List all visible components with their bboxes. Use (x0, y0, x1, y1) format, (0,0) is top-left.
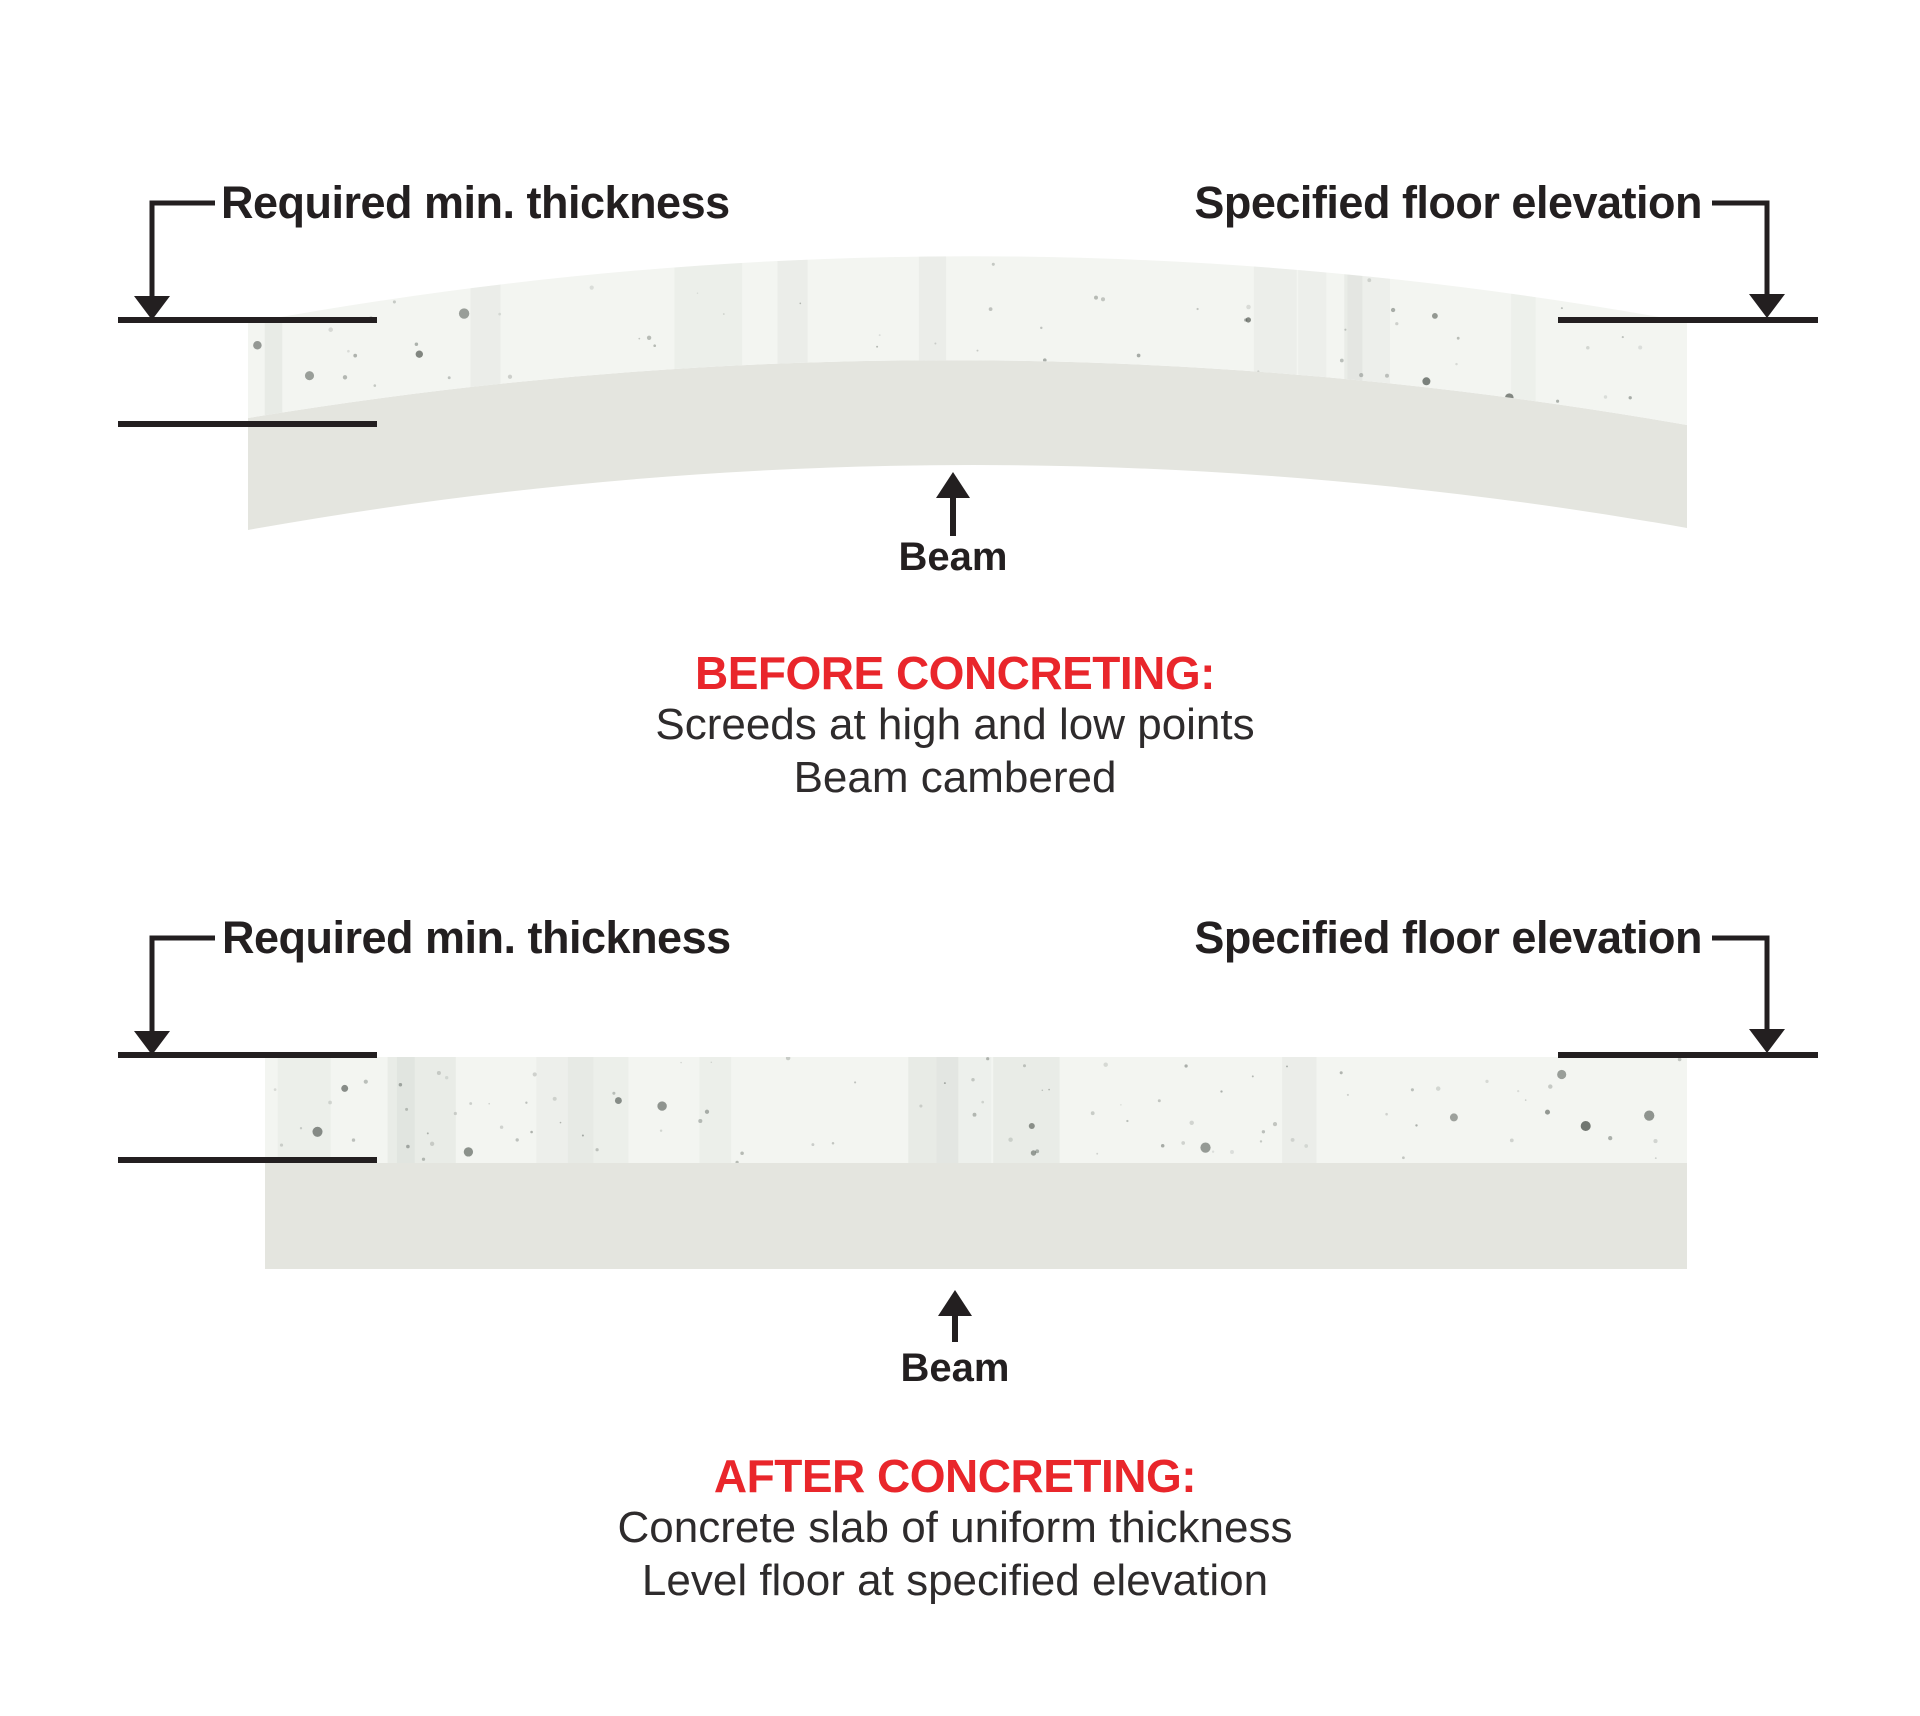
leader-floor-elevation-after (1712, 935, 1770, 1031)
before-caption: BEFORE CONCRETING: Screeds at high and l… (655, 648, 1254, 804)
leader-min-thickness-after (149, 935, 215, 1033)
after-diagram-shapes (118, 935, 1818, 1342)
beam-label-before: Beam (898, 535, 1008, 579)
beam-label-after: Beam (900, 1346, 1010, 1390)
down-arrow-icon (134, 1031, 170, 1055)
up-arrow-icon (936, 472, 970, 498)
slab-shape-cambered (248, 256, 1687, 425)
slab-shape-level (265, 1057, 1687, 1163)
down-arrow-icon (1749, 294, 1785, 318)
min-thickness-label-before: Required min. thickness (221, 177, 730, 228)
down-arrow-icon (1749, 1029, 1785, 1053)
after-caption-title: AFTER CONCRETING: (713, 1450, 1197, 1502)
before-diagram-shapes (118, 200, 1818, 536)
beam-shape-level (265, 1163, 1687, 1269)
floor-elevation-label-before: Specified floor elevation (1194, 177, 1702, 228)
min-thickness-label-after: Required min. thickness (222, 912, 731, 963)
up-arrow-icon (938, 1290, 972, 1316)
after-caption-line2: Level floor at specified elevation (641, 1556, 1269, 1605)
beam-shape-cambered (248, 360, 1687, 530)
down-arrow-icon (134, 296, 170, 320)
after-caption: AFTER CONCRETING: Concrete slab of unifo… (618, 1451, 1293, 1607)
before-caption-title: BEFORE CONCRETING: (694, 647, 1216, 699)
slab-texture-after (273, 1057, 1682, 1163)
leader-floor-elevation-before (1712, 200, 1770, 296)
floor-elevation-label-after: Specified floor elevation (1194, 912, 1702, 963)
leader-min-thickness-before (149, 200, 215, 298)
before-caption-line2: Beam cambered (793, 753, 1117, 802)
after-caption-line1: Concrete slab of uniform thickness (617, 1503, 1293, 1552)
before-caption-line1: Screeds at high and low points (655, 700, 1255, 749)
